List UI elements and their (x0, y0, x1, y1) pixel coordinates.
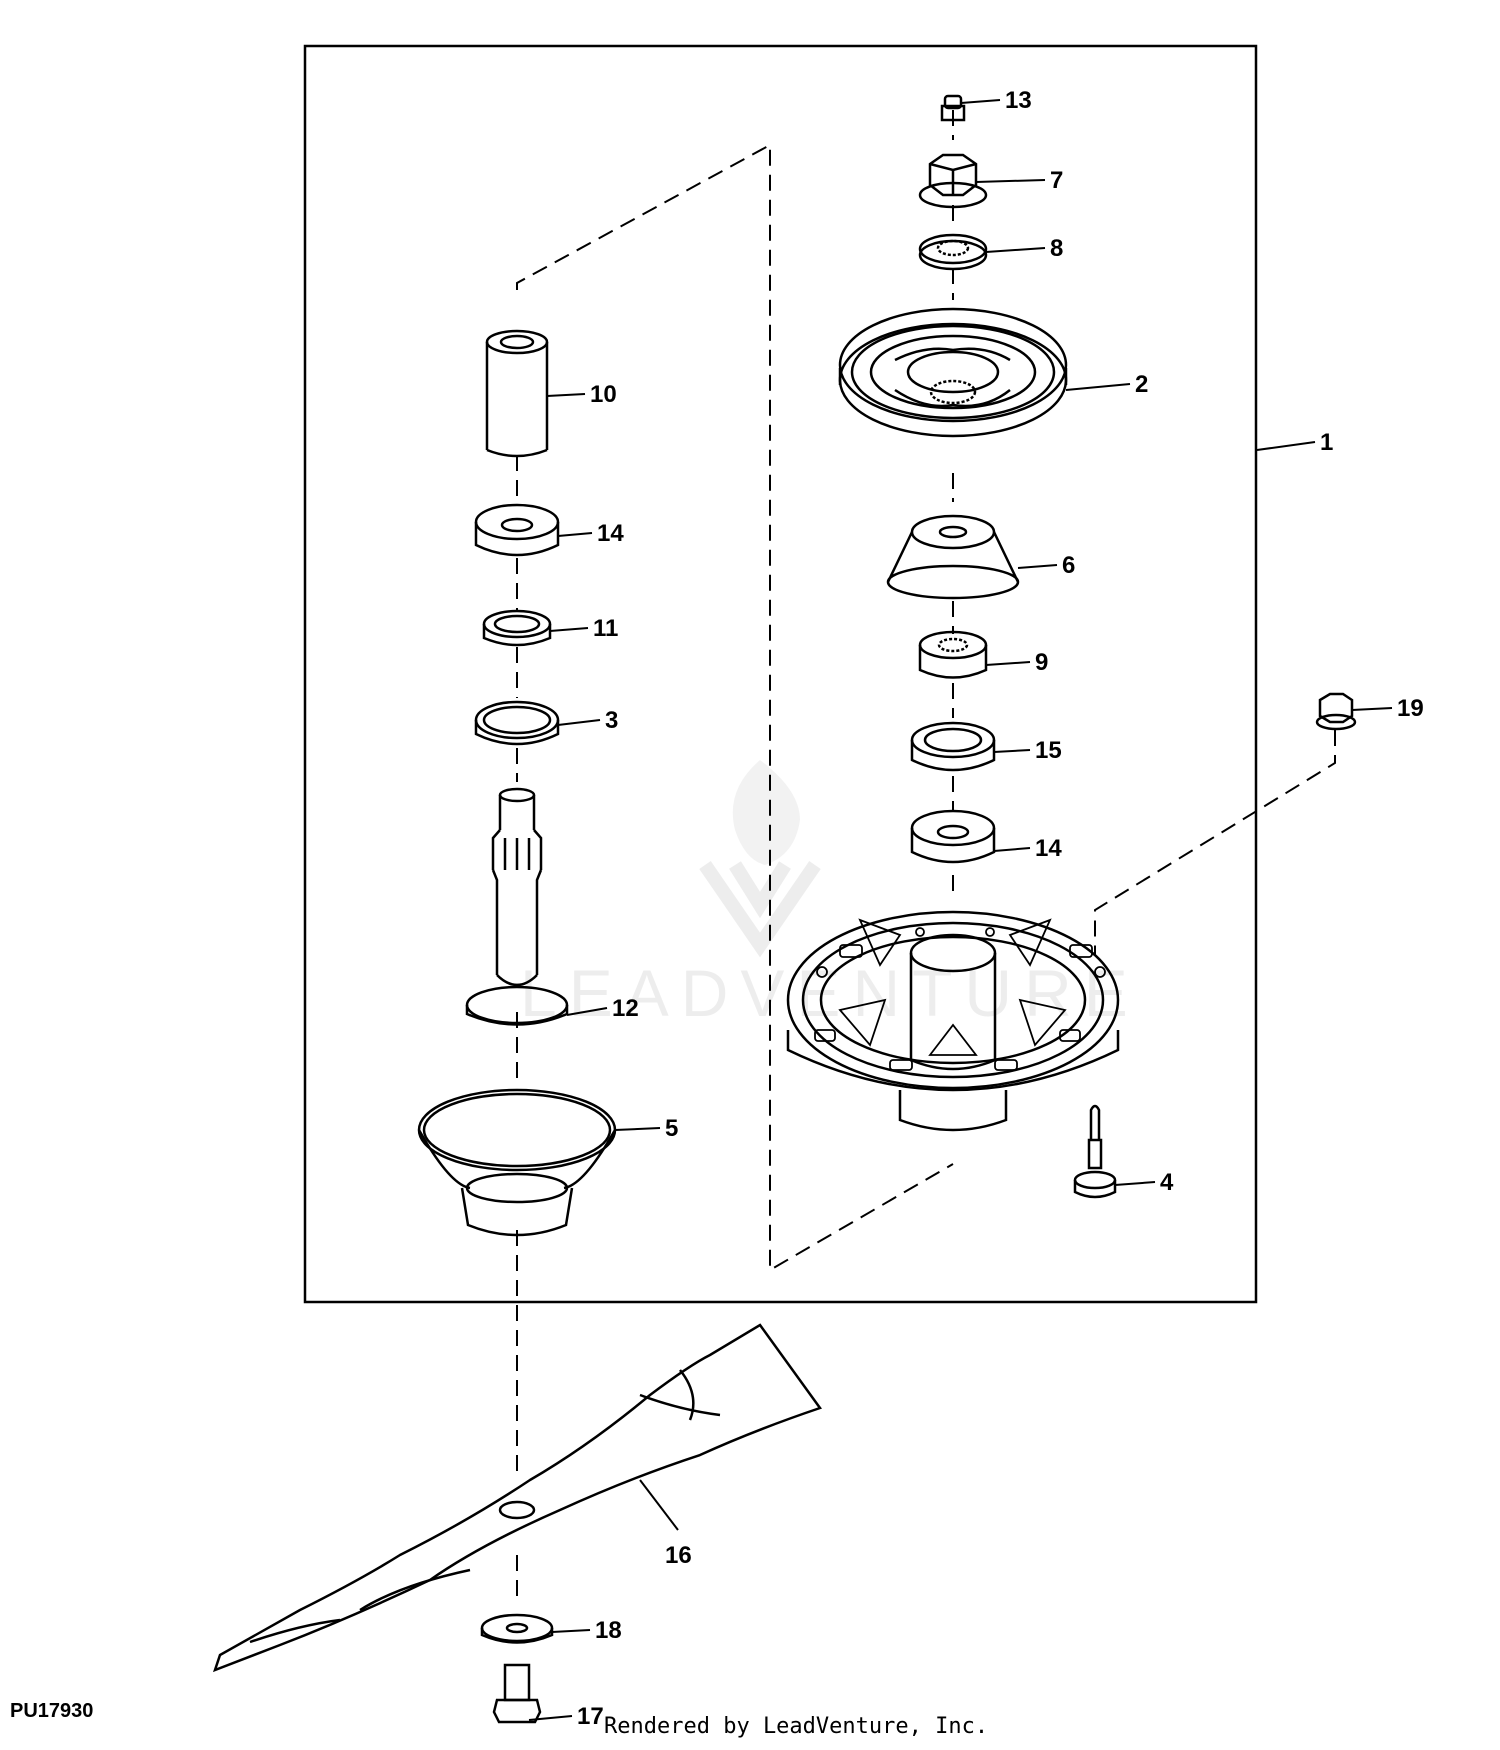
callout-2: 2 (1135, 371, 1148, 398)
callout-4: 4 (1160, 1169, 1174, 1196)
part-5-cup (417, 1088, 617, 1237)
callout-19: 19 (1397, 695, 1424, 722)
part-spindle-shaft (491, 787, 543, 975)
callout-9: 9 (1035, 649, 1048, 676)
callout-6: 6 (1062, 552, 1075, 579)
part-3-seal (474, 700, 560, 746)
callout-17: 17 (577, 1703, 604, 1730)
callout-8: 8 (1050, 235, 1063, 262)
callout-14-left: 14 (597, 520, 624, 547)
part-7-hex-nut (918, 153, 988, 209)
part-10-bushing-tube (485, 329, 549, 458)
callout-7: 7 (1050, 167, 1063, 194)
part-17-bolt (492, 1663, 542, 1724)
part-6-cone-shield (886, 514, 1020, 600)
assembly-boundary (303, 44, 1258, 1304)
part-2-pulley (838, 307, 1068, 438)
part-8-spline-washer (918, 233, 988, 271)
part-18-washer (480, 1613, 554, 1644)
part-16-blade (212, 1323, 823, 1673)
callout-1: 1 (1320, 429, 1333, 456)
callout-13: 13 (1005, 87, 1032, 114)
callout-12: 12 (612, 995, 639, 1022)
rendered-by-footer: Rendered by LeadVenture, Inc. (604, 1714, 989, 1739)
part-14-spacer-right (910, 809, 996, 864)
callout-5: 5 (665, 1115, 678, 1142)
callout-14-right: 14 (1035, 835, 1062, 862)
part-15-bearing (910, 721, 996, 772)
callout-labels: 1 2 3 4 5 6 7 8 9 10 11 12 13 14 15 14 1… (577, 87, 1424, 1730)
callout-16: 16 (665, 1542, 692, 1569)
callout-10: 10 (590, 381, 617, 408)
part-4-stud-bolt (1073, 1104, 1117, 1199)
dashed-reference-lines (516, 110, 1336, 1604)
watermark-logo (699, 760, 821, 958)
spindle-housing (786, 910, 1120, 1132)
callout-11: 11 (593, 615, 618, 642)
callout-3: 3 (605, 707, 618, 734)
part-12-washer-flange (465, 974, 569, 1026)
callout-15: 15 (1035, 737, 1062, 764)
part-19-flange-nut (1315, 692, 1357, 731)
part-11-bearing (482, 609, 552, 647)
callout-18: 18 (595, 1617, 622, 1644)
leader-lines (528, 99, 1393, 1721)
part-9-spline-bushing (918, 630, 988, 679)
part-14-spacer-left (474, 503, 560, 557)
figure-reference-id: PU17930 (10, 1700, 94, 1722)
